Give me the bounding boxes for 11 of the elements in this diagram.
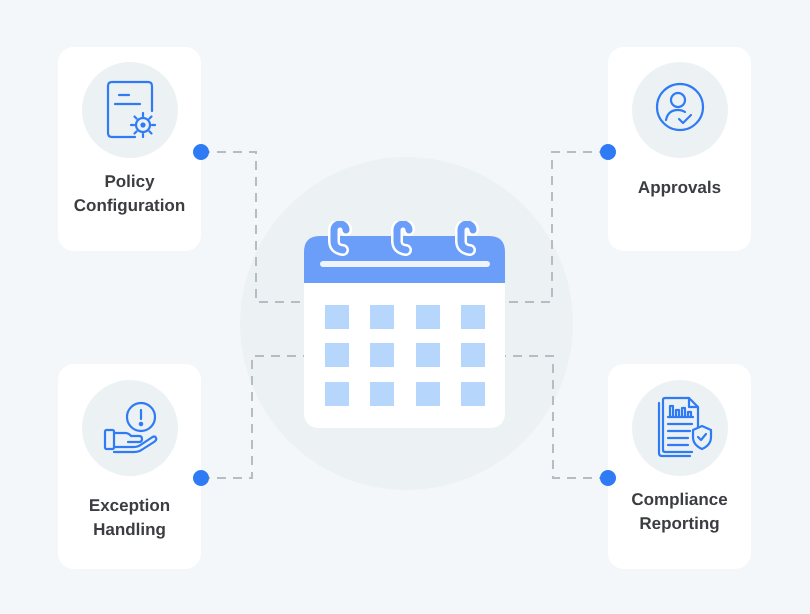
card-title: Compliance Reporting bbox=[630, 489, 729, 535]
feature-card bbox=[58, 47, 201, 251]
feature-card bbox=[608, 364, 751, 569]
feature-card bbox=[58, 364, 201, 569]
dashed-connector bbox=[193, 355, 304, 486]
card-title: Exception Handling bbox=[88, 495, 172, 541]
feature-card bbox=[608, 47, 751, 251]
card-title: Approvals bbox=[638, 177, 722, 199]
dashed-connector bbox=[505, 355, 616, 486]
calendar-illustration bbox=[304, 221, 505, 428]
card-title: Policy Configuration bbox=[72, 171, 186, 217]
